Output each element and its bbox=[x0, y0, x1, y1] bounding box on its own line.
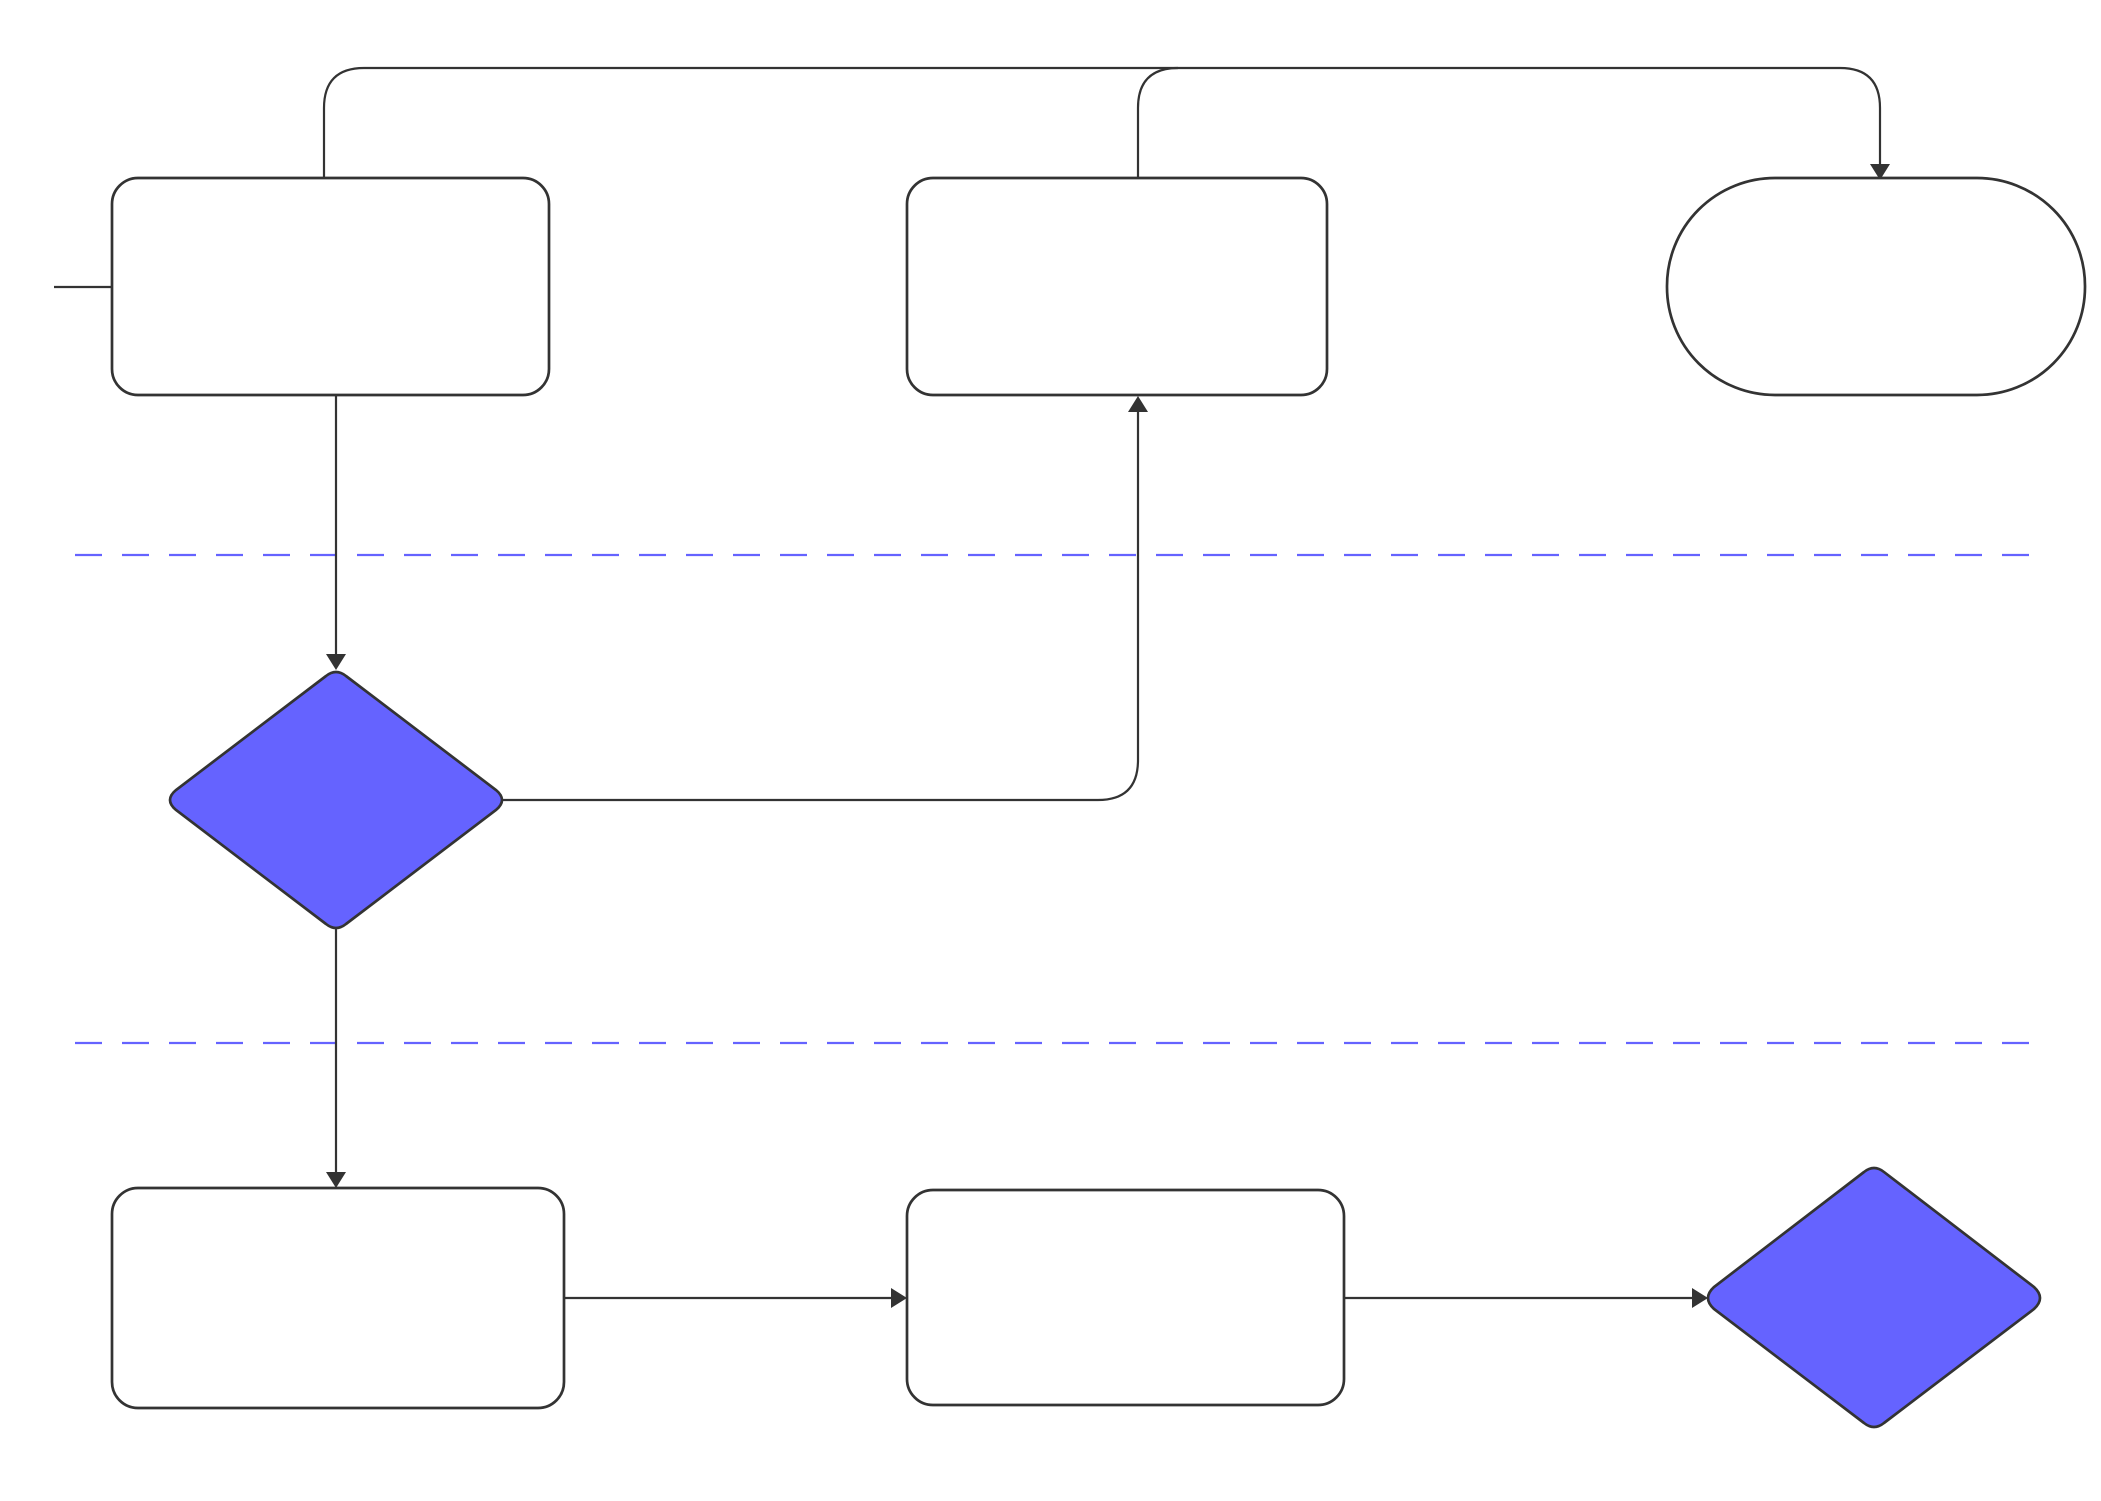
arrowhead-into-decision-1 bbox=[326, 654, 346, 670]
process-node-1[interactable] bbox=[110, 176, 551, 397]
decision-node-2[interactable] bbox=[1706, 1166, 2042, 1429]
process-node-4[interactable] bbox=[905, 1188, 1346, 1407]
arrowhead-into-process-3 bbox=[326, 1172, 346, 1188]
arrowhead-into-decision-2 bbox=[1692, 1288, 1708, 1308]
arrowhead-into-terminator-1 bbox=[1870, 164, 1890, 180]
decision-node-2-shape bbox=[1706, 1166, 2042, 1429]
arrowhead-into-process-2 bbox=[1128, 396, 1148, 412]
terminator-node-1-shape bbox=[1665, 176, 2087, 397]
terminator-node-1[interactable] bbox=[1665, 176, 2087, 397]
decision-node-1-shape bbox=[168, 670, 504, 930]
edge-process-2-to-terminator-1 bbox=[1136, 66, 1179, 178]
decision-node-1[interactable] bbox=[168, 670, 504, 930]
process-node-1-shape bbox=[110, 176, 551, 397]
edge-decision-1-to-process-2 bbox=[502, 412, 1140, 802]
process-node-2-shape bbox=[905, 176, 1329, 397]
process-node-4-shape bbox=[905, 1188, 1346, 1407]
process-node-2[interactable] bbox=[905, 176, 1329, 397]
edge-process-1-to-terminator-1 bbox=[322, 66, 1882, 178]
process-node-3[interactable] bbox=[110, 1186, 566, 1410]
arrowhead-into-process-4 bbox=[891, 1288, 907, 1308]
process-node-3-shape bbox=[110, 1186, 566, 1410]
